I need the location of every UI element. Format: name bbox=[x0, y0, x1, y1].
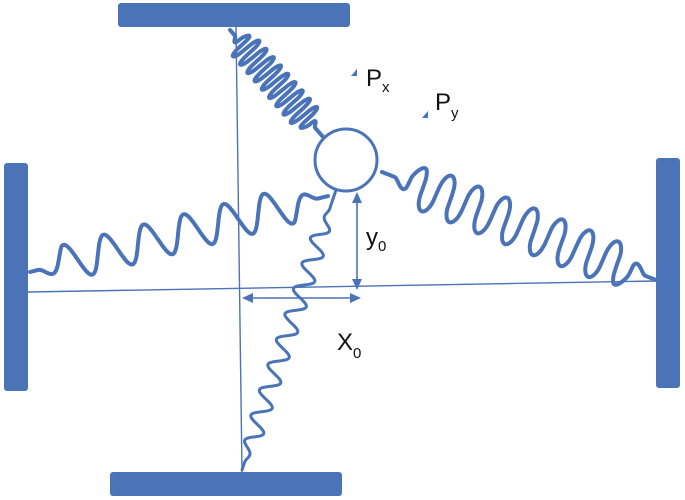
y0-dimension-arrow bbox=[352, 192, 362, 290]
right-spring bbox=[380, 166, 658, 287]
px-force-marker bbox=[351, 69, 357, 76]
left-wall-plate bbox=[4, 163, 28, 391]
px-label: Px bbox=[366, 65, 390, 96]
py-force-marker bbox=[422, 111, 428, 118]
y0-label-sub: 0 bbox=[378, 238, 386, 255]
y0-label-base: y bbox=[366, 224, 378, 251]
top-wall-plate bbox=[118, 3, 350, 27]
vertical-reference-axis bbox=[235, 26, 243, 473]
py-label: Py bbox=[435, 89, 459, 122]
mass-circle bbox=[313, 127, 379, 193]
bottom-spring bbox=[240, 188, 338, 472]
x0-label-base: X bbox=[337, 329, 353, 356]
px-label-base: P bbox=[366, 65, 382, 92]
x0-label: X0 bbox=[337, 329, 361, 362]
x0-label-sub: 0 bbox=[353, 345, 361, 362]
left-spring bbox=[28, 191, 330, 277]
horizontal-reference-axis bbox=[27, 280, 657, 293]
px-label-sub: x bbox=[382, 79, 390, 96]
top-spring bbox=[228, 28, 326, 140]
right-wall-plate bbox=[656, 158, 680, 388]
py-label-sub: y bbox=[451, 105, 459, 122]
y0-label: y0 bbox=[366, 224, 386, 255]
bottom-wall-plate bbox=[110, 472, 342, 496]
x0-dimension-arrow bbox=[242, 293, 361, 303]
py-label-base: P bbox=[435, 89, 451, 116]
